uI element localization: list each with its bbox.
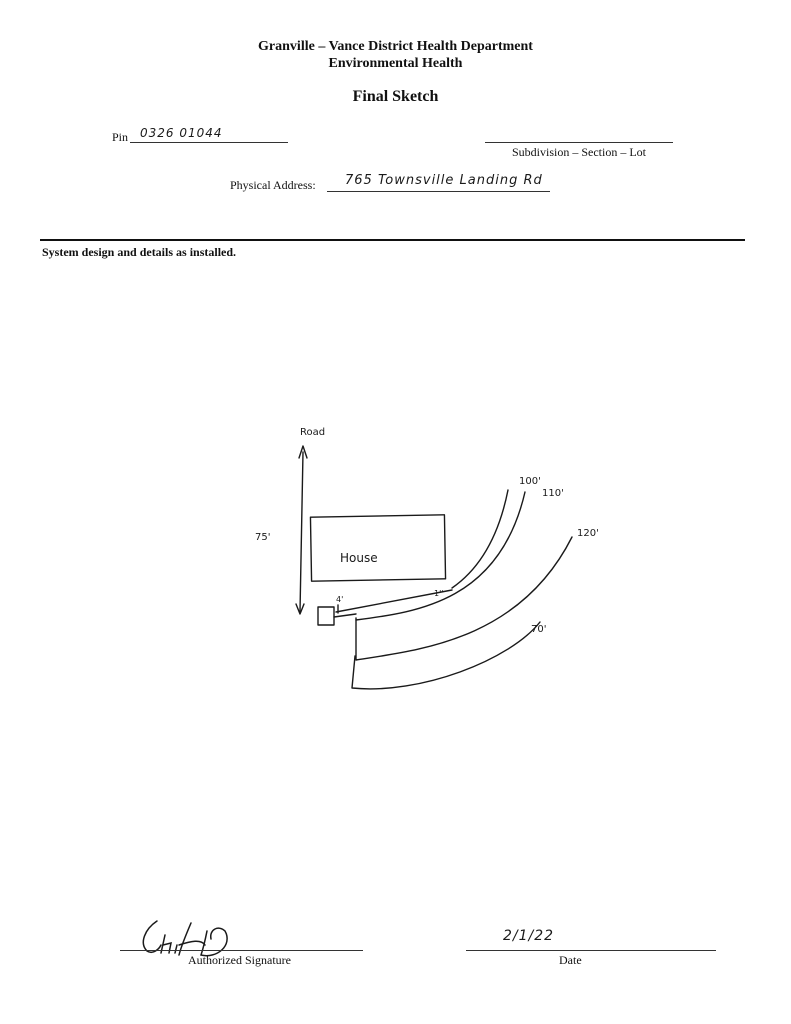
trench-line-1 bbox=[451, 489, 509, 589]
house-foundation-line bbox=[335, 589, 453, 613]
section-heading: System design and details as installed. bbox=[42, 245, 237, 259]
label-house: House bbox=[340, 551, 378, 565]
label-small-2: 1'' bbox=[434, 589, 444, 598]
handwritten-signature bbox=[142, 920, 228, 957]
department-name: Granville – Vance District Health Depart… bbox=[258, 39, 533, 54]
pin-value[interactable]: 0326 01044 bbox=[140, 126, 223, 140]
label-top: Road bbox=[300, 427, 325, 438]
trench-line-3 bbox=[355, 536, 573, 661]
arrow-head-top bbox=[298, 445, 308, 459]
date-label: Date bbox=[559, 953, 582, 967]
address-underline bbox=[327, 191, 550, 192]
address-label: Physical Address: bbox=[230, 178, 316, 192]
tank-box bbox=[317, 606, 335, 626]
label-120ft: 120' bbox=[577, 528, 599, 539]
label-small-1: 4' bbox=[336, 595, 343, 604]
date-value[interactable]: 2/1/22 bbox=[503, 928, 555, 944]
subdivision-underline bbox=[485, 142, 673, 143]
division-name: Environmental Health bbox=[328, 56, 463, 71]
distance-arrow-line bbox=[299, 451, 304, 613]
pipe-line bbox=[333, 613, 357, 618]
arrow-head-bottom bbox=[295, 603, 305, 615]
address-value[interactable]: 765 Townsville Landing Rd bbox=[345, 173, 543, 188]
label-70ft: 70' bbox=[531, 624, 546, 635]
label-75ft: 75' bbox=[255, 532, 270, 543]
house-outline bbox=[309, 514, 447, 582]
date-line bbox=[466, 950, 716, 951]
pin-underline bbox=[130, 142, 288, 143]
page-title: Final Sketch bbox=[352, 88, 439, 105]
label-110ft: 110' bbox=[542, 488, 564, 499]
signature-label: Authorized Signature bbox=[188, 953, 291, 967]
trench-line-4 bbox=[351, 621, 541, 690]
pin-label: Pin bbox=[112, 130, 129, 144]
label-100ft: 100' bbox=[519, 476, 541, 487]
section-divider bbox=[40, 239, 745, 241]
subdivision-label: Subdivision – Section – Lot bbox=[511, 145, 646, 159]
trench-line-2 bbox=[355, 491, 526, 621]
signature-line bbox=[120, 950, 363, 951]
